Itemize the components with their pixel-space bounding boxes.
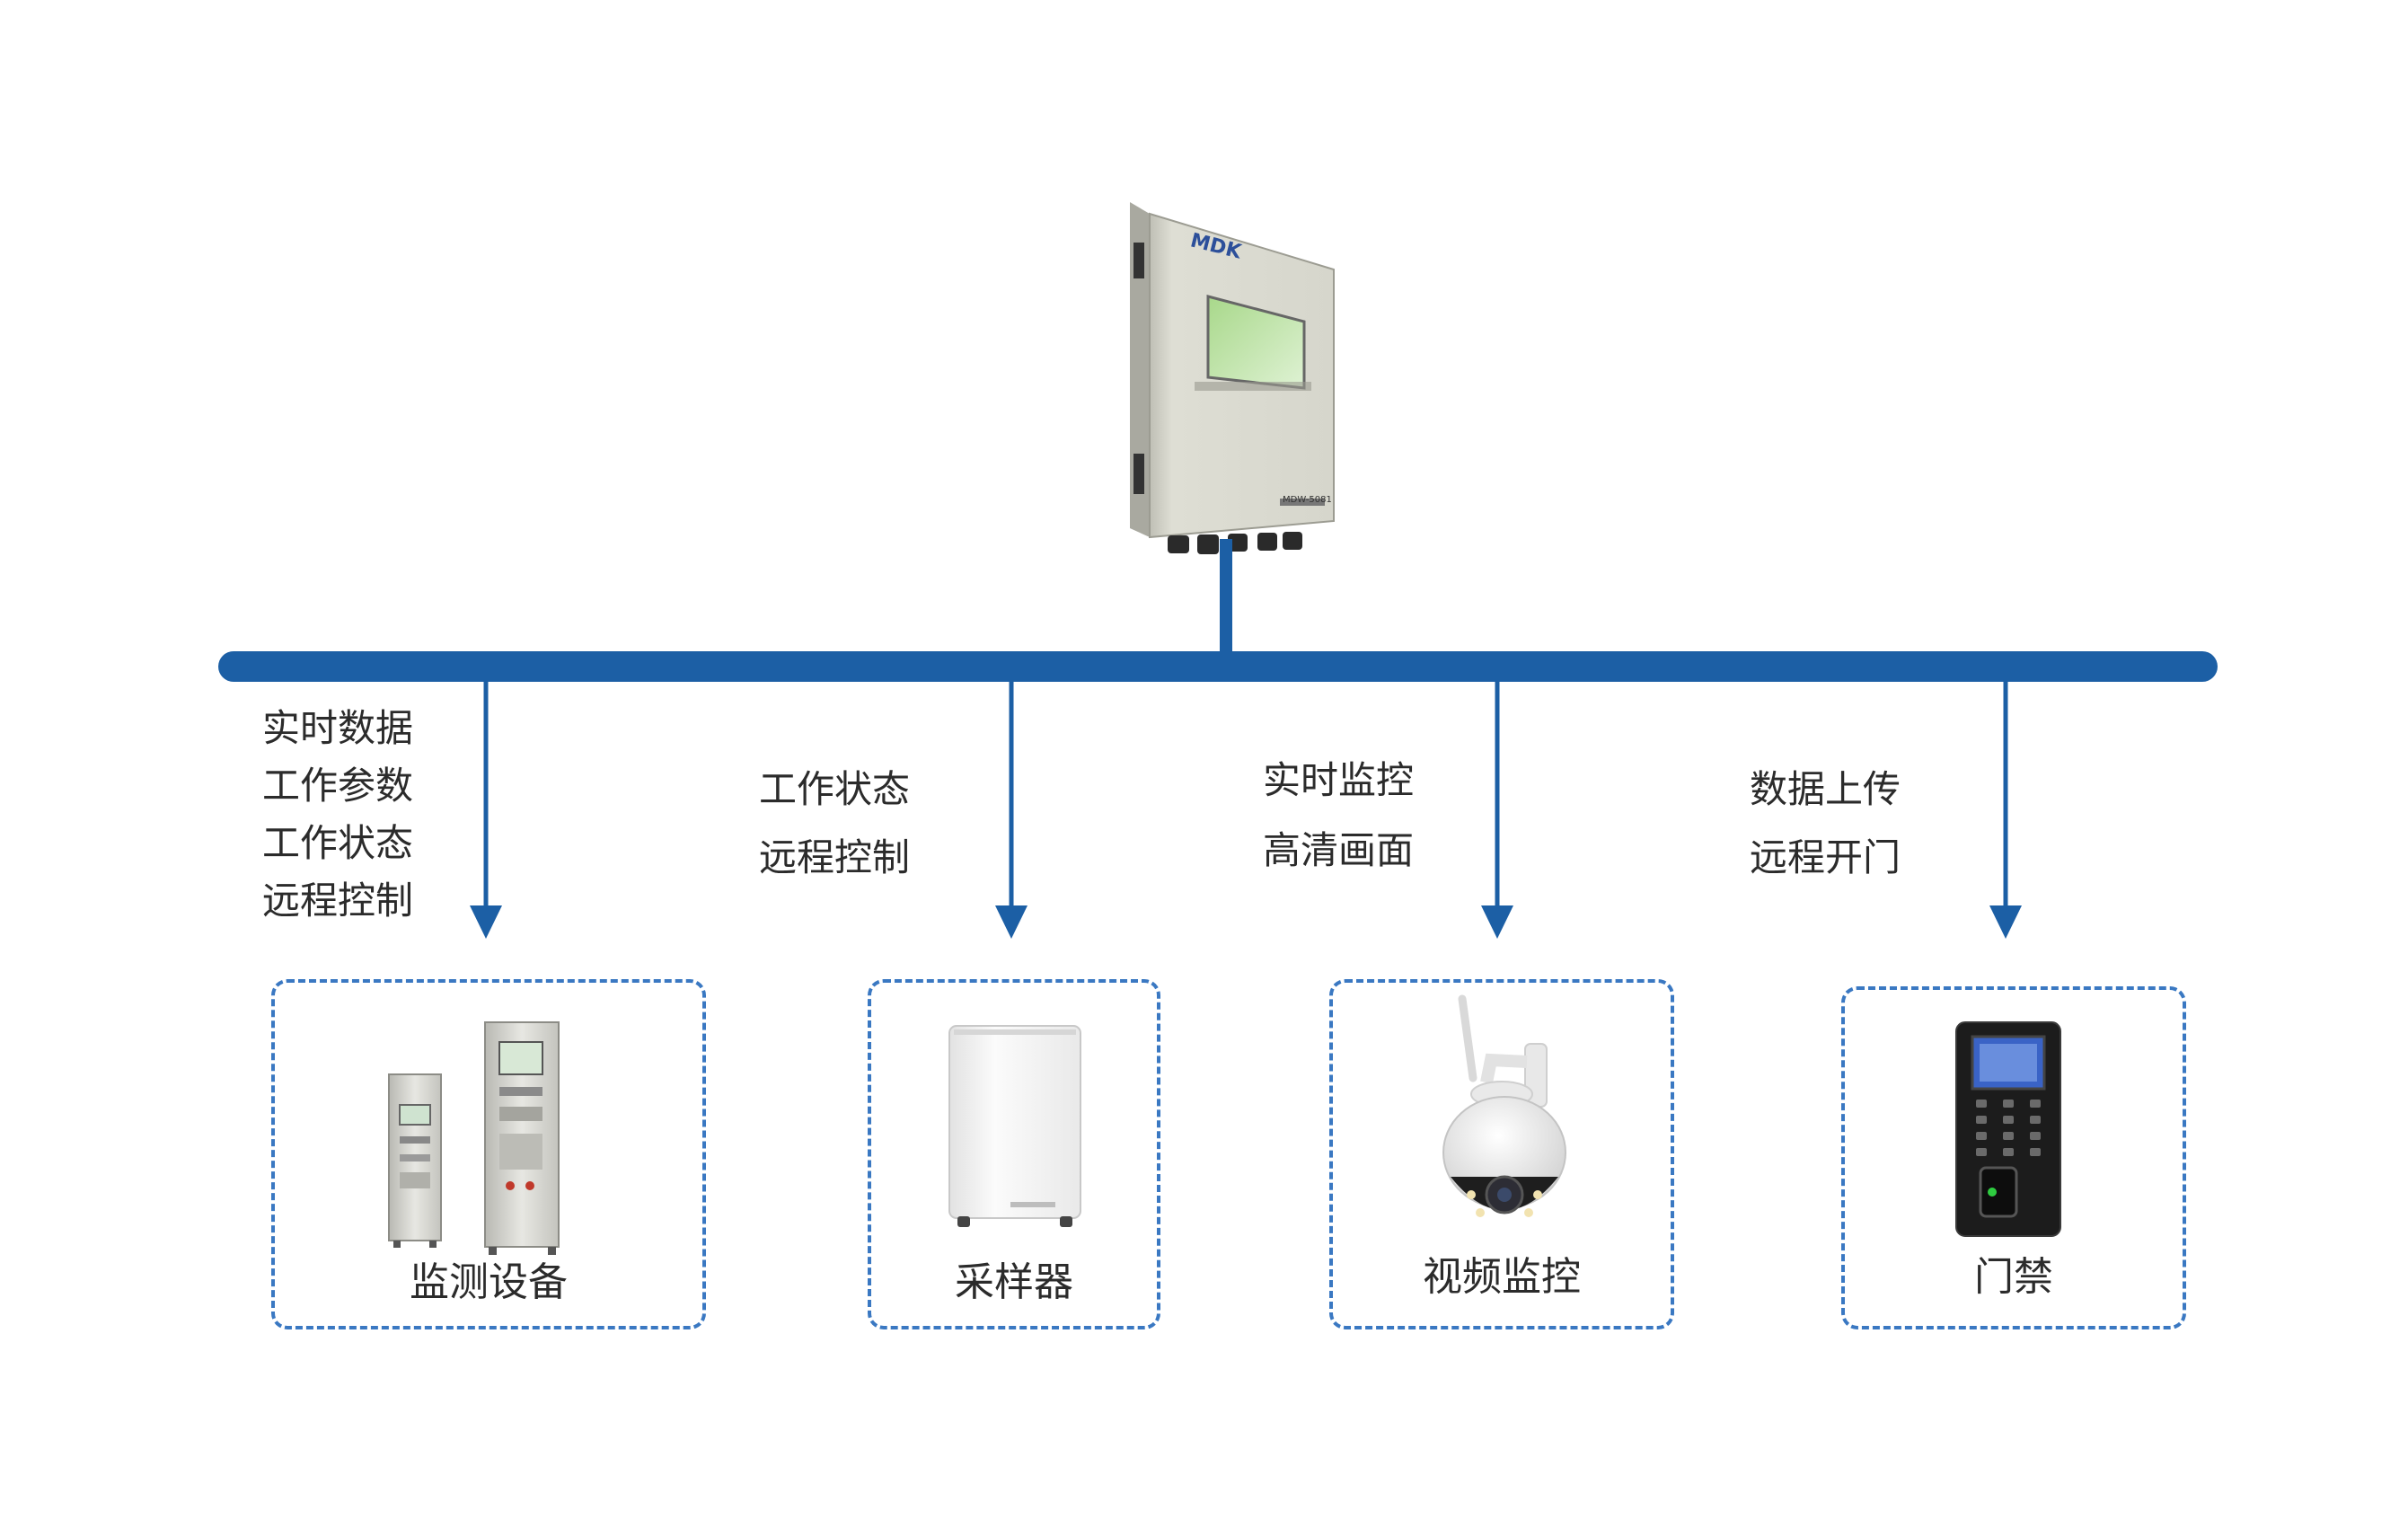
branch-1-label-1: 实时数据 bbox=[262, 706, 414, 750]
branch-arrowhead-4 bbox=[1989, 905, 2022, 939]
device-box-3 bbox=[1329, 979, 1674, 1329]
branch-2-label-1: 工作状态 bbox=[759, 767, 911, 811]
branch-arrowhead-2 bbox=[995, 905, 1028, 939]
sampler-icon bbox=[948, 1025, 1081, 1227]
branch-4-label-1: 数据上传 bbox=[1750, 767, 1901, 811]
access-control-icon bbox=[1955, 1021, 2061, 1237]
device-box-1 bbox=[271, 979, 706, 1329]
device-caption-4: 门禁 bbox=[1974, 1254, 2053, 1300]
branch-2-label-2: 远程控制 bbox=[759, 835, 911, 879]
branch-1-label-4: 远程控制 bbox=[262, 879, 414, 923]
ptz-camera-icon bbox=[1442, 994, 1566, 1217]
branch-3-label-2: 高清画面 bbox=[1263, 828, 1415, 872]
monitoring-cabinets-icon bbox=[388, 1021, 560, 1255]
device-box-2 bbox=[868, 979, 1160, 1329]
device-caption-1: 监测设备 bbox=[410, 1259, 568, 1305]
device-box-4 bbox=[1841, 986, 2186, 1329]
terminal-device-icon bbox=[1130, 202, 1335, 554]
branch-arrowhead-3 bbox=[1481, 905, 1513, 939]
terminal-model: MDW-5081 bbox=[1283, 495, 1332, 505]
branch-3-label-1: 实时监控 bbox=[1263, 758, 1415, 802]
device-caption-3: 视频监控 bbox=[1423, 1254, 1581, 1300]
branch-1-label-2: 工作参数 bbox=[262, 764, 414, 808]
device-caption-2: 采样器 bbox=[955, 1259, 1073, 1305]
branch-arrowhead-1 bbox=[470, 905, 502, 939]
branch-4-label-2: 远程开门 bbox=[1750, 835, 1901, 879]
branch-1-label-3: 工作状态 bbox=[262, 821, 414, 865]
